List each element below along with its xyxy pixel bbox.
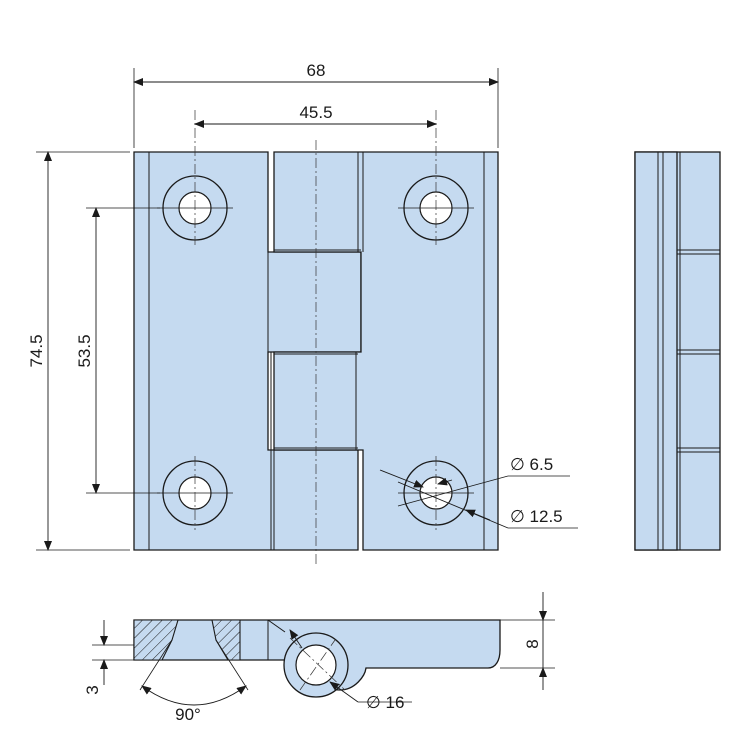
label-countersink-angle: 90° — [175, 705, 201, 724]
dim-countersink-angle: 90° — [139, 639, 249, 724]
hole-top-left — [157, 110, 233, 245]
dim-knuckle-diameter: ∅ 16 — [289, 629, 412, 712]
label-counterbore-diameter: ∅ 12.5 — [510, 507, 563, 526]
dim-leaf-thickness: 3 — [83, 620, 134, 695]
dim-hole-spacing-vertical: 53.5 — [75, 207, 160, 494]
dim-overall-width: 68 — [133, 61, 499, 148]
dim-thickness: 8 — [500, 592, 555, 690]
label-overall-height: 74.5 — [27, 334, 46, 367]
side-view — [634, 151, 721, 551]
dim-hole-spacing-horizontal: 45.5 — [194, 103, 437, 128]
label-hole-spacing-horizontal: 45.5 — [299, 103, 332, 122]
label-hole-diameter: ∅ 6.5 — [510, 455, 553, 474]
dim-overall-height: 74.5 — [27, 151, 130, 551]
label-knuckle-diameter: ∅ 16 — [366, 693, 404, 712]
label-overall-width: 68 — [307, 61, 326, 80]
label-leaf-thickness: 3 — [83, 685, 102, 694]
hole-top-right — [398, 110, 474, 245]
front-view — [133, 110, 499, 565]
section-view — [133, 619, 501, 698]
dim-hole-diameters: ∅ 6.5 ∅ 12.5 — [379, 455, 578, 529]
hole-bottom-left — [157, 456, 233, 530]
label-thickness: 8 — [523, 639, 542, 648]
label-hole-spacing-vertical: 53.5 — [75, 334, 94, 367]
section-hatch-left — [133, 619, 179, 661]
section-hatch-right — [211, 619, 241, 661]
